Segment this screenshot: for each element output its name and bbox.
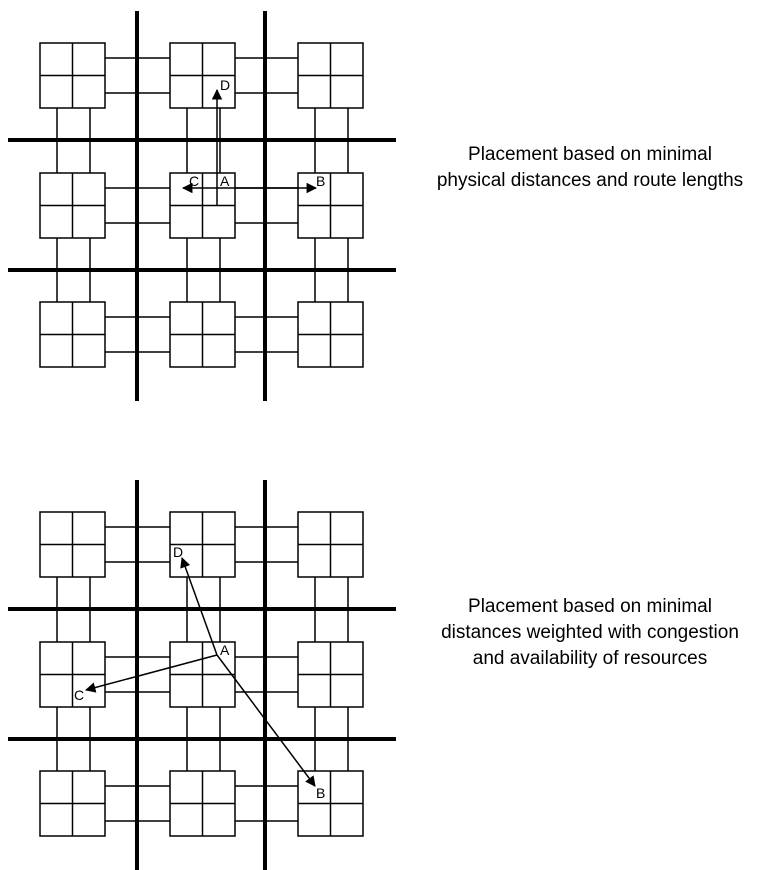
logic-block [39,641,106,708]
node-label-d: D [220,77,230,93]
panel-physical-distance: A B C D [8,11,396,401]
node-label-c: C [189,173,199,189]
net-arrow [216,654,316,787]
node-label-a: A [220,642,230,658]
node-label-c: C [74,687,84,703]
caption-congestion-weighted: Placement based on minimal distances wei… [405,594,773,672]
caption-physical-distance: Placement based on minimal physical dist… [405,142,773,194]
logic-block [169,42,236,109]
logic-block [39,42,106,109]
logic-block [169,770,236,837]
logic-block [169,301,236,368]
node-label-b: B [316,173,325,189]
logic-block [297,641,364,708]
logic-block [297,301,364,368]
caption-line: Placement based on minimal [468,144,712,165]
logic-block [39,301,106,368]
panel-congestion-weighted: A B C D [8,480,396,870]
net-arrow [180,557,218,656]
caption-line: physical distances and route lengths [436,170,744,191]
logic-block [297,172,364,239]
logic-block [39,511,106,578]
caption-line: distances weighted with congestion [441,622,739,643]
logic-block [297,770,364,837]
node-label-a: A [220,173,230,189]
node-label-d: D [173,544,183,560]
caption-line: Placement based on minimal [468,596,712,617]
logic-block [297,42,364,109]
logic-block [297,511,364,578]
net-arrow [84,654,218,693]
logic-block [169,172,236,239]
node-label-b: B [316,785,325,801]
caption-line: and availability of resources [472,648,708,669]
logic-block [39,770,106,837]
logic-block [39,172,106,239]
logic-block [169,641,236,708]
